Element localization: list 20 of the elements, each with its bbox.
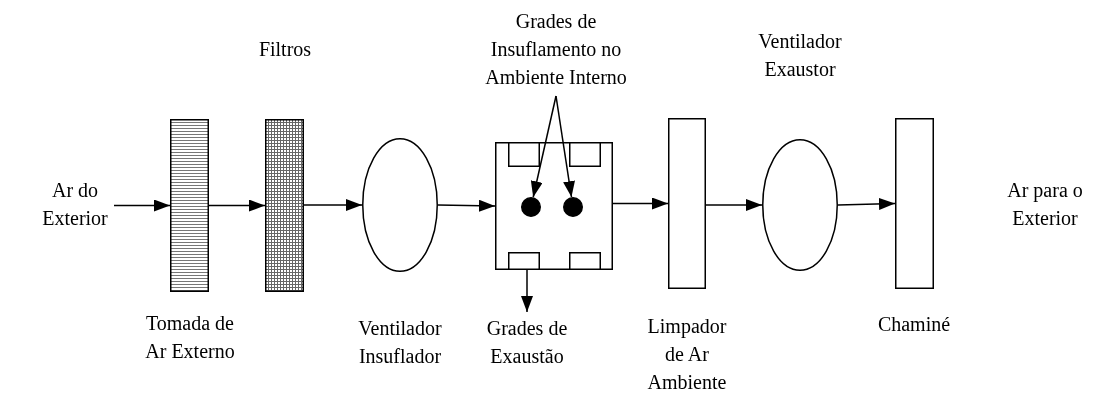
exhaust-grille-label: Grades de Exaustão <box>467 314 587 370</box>
arrow <box>612 197 669 210</box>
arrow <box>113 199 171 212</box>
arrow <box>303 199 363 211</box>
component-label: Filtros <box>257 37 313 62</box>
supply-grille-label: Grades de Insuflamento no Ambiente Interno <box>466 6 646 92</box>
arrow <box>208 199 266 212</box>
outlet-label: Ar para o Exterior <box>985 176 1105 232</box>
component-label: Ventilador Insuflador <box>357 316 443 369</box>
component-label: Tomada de Ar Externo <box>144 311 236 364</box>
component-label: Limpador de Ar Ambiente <box>646 314 728 395</box>
component-label: Chaminé <box>876 312 952 337</box>
component-label: Ventilador Exaustor <box>757 29 843 82</box>
arrow <box>530 95 557 198</box>
arrow <box>437 199 496 212</box>
arrow <box>705 199 763 211</box>
inlet-label: Ar do Exterior <box>20 176 130 232</box>
arrow <box>521 269 533 313</box>
arrow <box>555 95 575 198</box>
arrow <box>837 197 896 210</box>
